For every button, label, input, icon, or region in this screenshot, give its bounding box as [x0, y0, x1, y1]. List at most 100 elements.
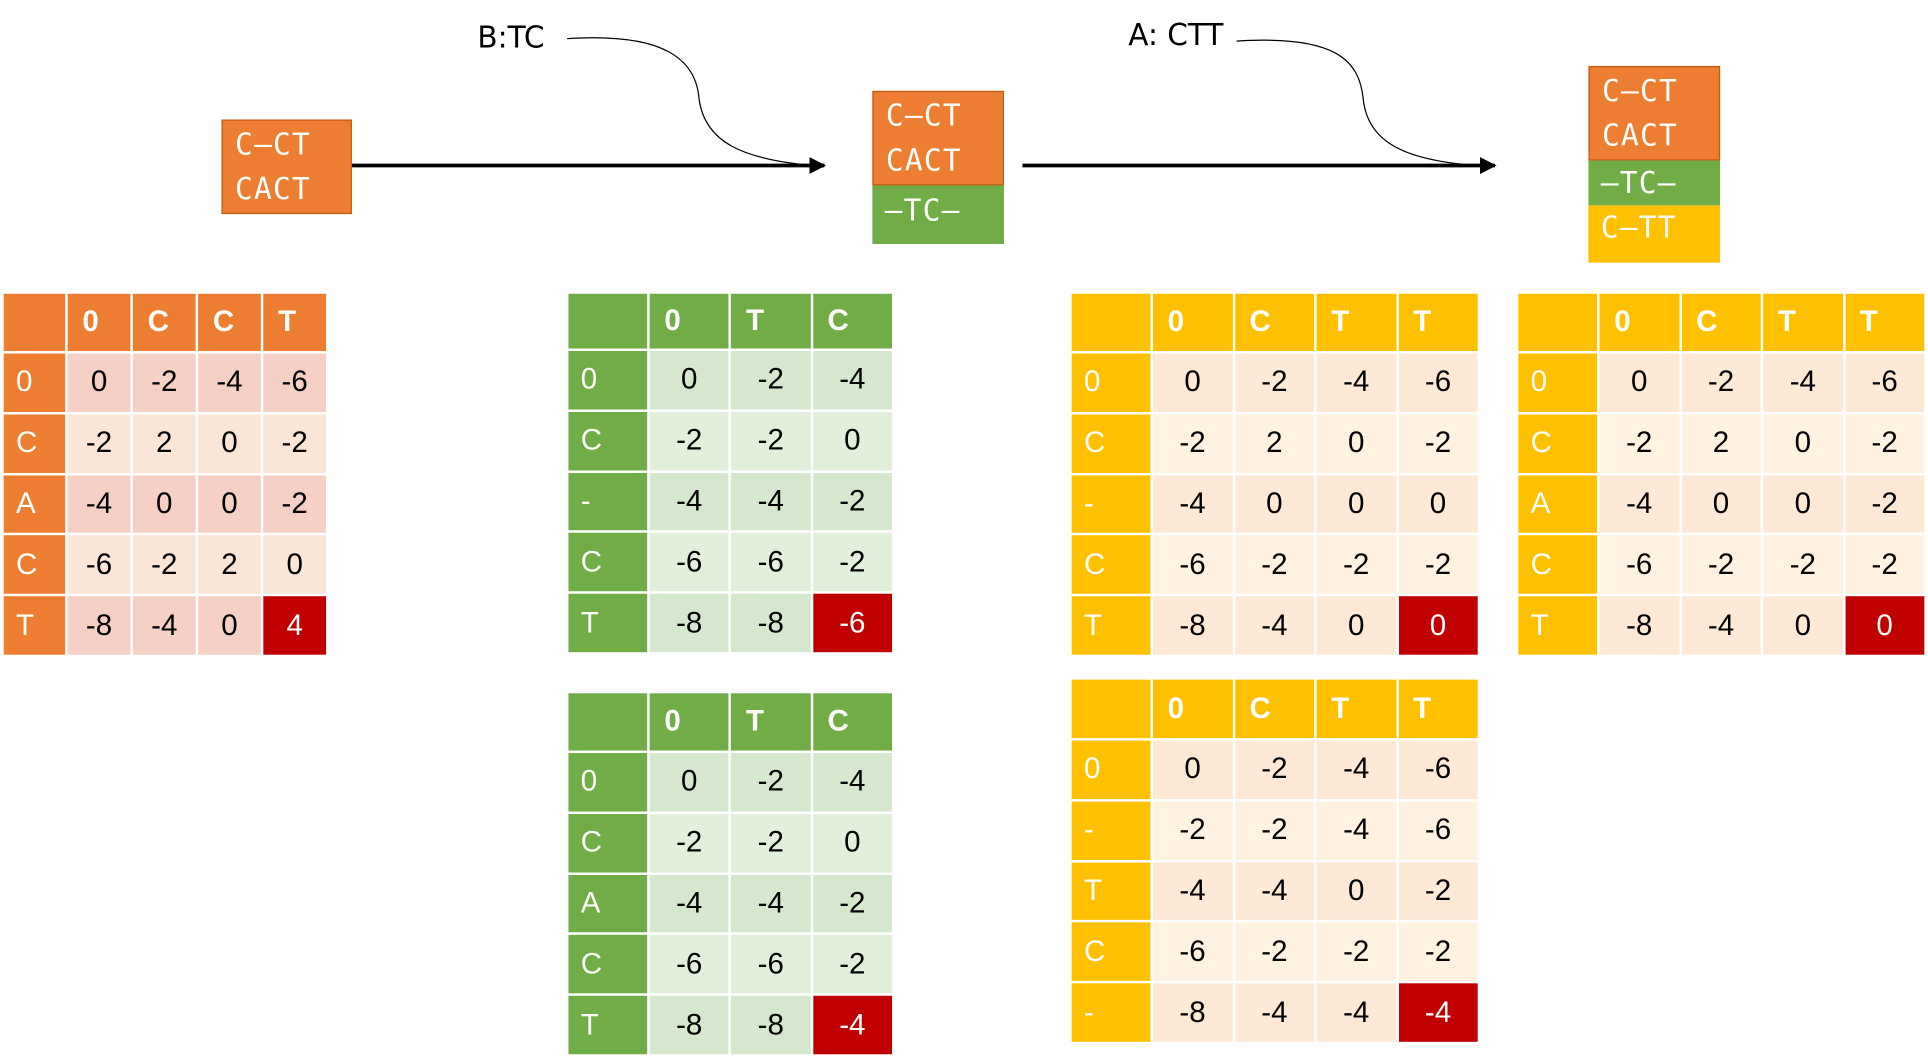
matrix-cell: 0: [810, 409, 895, 473]
profile-row: –TC–: [1600, 165, 1677, 201]
matrix-col-header: T: [1842, 291, 1927, 354]
profile-initial: C–CT CACT: [221, 119, 352, 215]
matrix-cell: -2: [647, 409, 732, 473]
final-score-cell: -4: [810, 993, 895, 1057]
matrix-cell: -6: [1150, 920, 1235, 984]
matrix-cell: -8: [1150, 593, 1235, 658]
matrix-cell: -4: [728, 469, 813, 534]
matrix-cell: -2: [728, 750, 813, 814]
matrix-row-header: T: [1069, 593, 1153, 658]
matrix-cell: 0: [195, 472, 264, 536]
matrix-cell: -4: [1150, 859, 1235, 923]
matrix-col-header: C: [1232, 677, 1317, 741]
final-score-cell: 0: [1395, 593, 1481, 658]
matrix-cell: -6: [1395, 351, 1481, 415]
matrix-col-header: T: [1760, 291, 1845, 354]
matrix-row-header: T: [1, 593, 68, 658]
matrix-cell: -8: [728, 591, 813, 655]
matrix-cell: -4: [1597, 472, 1682, 536]
matrix-cell: 0: [810, 811, 895, 875]
matrix-cell: -4: [647, 469, 732, 534]
matrix-row-header: -: [565, 469, 650, 534]
matrix-col-header: C: [1678, 291, 1764, 354]
matrix-row-header: C: [1069, 533, 1153, 597]
matrix-row-header: T: [565, 993, 650, 1057]
matrix-cell: -6: [1842, 351, 1927, 415]
matrix-row-header: 0: [1515, 351, 1600, 415]
matrix-cell: -2: [1395, 859, 1481, 923]
matrix-cell: -4: [810, 348, 895, 412]
matrix-cell: -2: [810, 530, 895, 594]
matrix-col-header: T: [728, 291, 813, 352]
profile-after-b: C–CT CACT –TC–: [872, 90, 1005, 244]
matrix-cell: 0: [1232, 472, 1317, 536]
matrix-cell: -4: [130, 593, 199, 658]
matrix-cell: -2: [1150, 411, 1235, 475]
matrix-cell: -2: [810, 932, 895, 996]
matrix-cell: -4: [1314, 798, 1399, 863]
matrix-row-header: 0: [565, 348, 650, 412]
profile-row: C–CT: [1601, 73, 1679, 109]
matrix-row-header: C: [1515, 411, 1600, 475]
matrix-cell: 0: [1150, 351, 1235, 415]
step-b-connector-curve: [567, 37, 813, 167]
matrix-cell: 0: [195, 411, 264, 475]
matrix-cell: -4: [195, 351, 264, 415]
matrix-row-header: T: [565, 591, 650, 655]
matrix-cell: -2: [647, 811, 732, 875]
matrix-cell: -4: [1150, 472, 1235, 536]
matrix-cell: -4: [1314, 351, 1399, 415]
matrix-cell: -8: [1597, 593, 1682, 658]
matrix-row-header: -: [1069, 798, 1153, 863]
matrix-cell: -2: [1678, 351, 1764, 415]
matrix-row-header: C: [1, 533, 68, 597]
matrix-col-header: T: [1314, 677, 1399, 741]
matrix-cell: -2: [1842, 472, 1927, 536]
matrix-cell: -2: [1232, 798, 1317, 863]
matrix-cell: -2: [1232, 351, 1317, 415]
matrix-col-header: C: [195, 291, 264, 354]
matrix-cell: -2: [1314, 920, 1399, 984]
matrix-row-header: A: [565, 872, 650, 936]
matrix-cell: 0: [260, 533, 329, 597]
matrix-cell: -2: [130, 533, 199, 597]
step-a-connector-curve: [1236, 39, 1477, 167]
matrix-cell: -6: [647, 932, 732, 996]
matrix-cell: -6: [728, 932, 813, 996]
matrix-cell: -2: [1150, 798, 1235, 863]
matrix-cell: -2: [728, 409, 813, 473]
matrix-row-header: -: [1069, 981, 1153, 1045]
matrix-cell: 0: [1314, 593, 1399, 658]
matrix-cell: 0: [647, 750, 732, 814]
matrix-cell: -6: [260, 351, 329, 415]
profile-row: CACT: [1601, 118, 1679, 154]
matrix-col-header: T: [260, 291, 329, 354]
profile-row: C–TT: [1600, 210, 1677, 246]
matrix-cell: -8: [728, 993, 813, 1057]
matrix-cell: -2: [810, 872, 895, 936]
matrix-cell: -4: [647, 872, 732, 936]
matrix-cell: -8: [1150, 981, 1235, 1045]
matrix-cell: -2: [1232, 738, 1317, 802]
matrix-col-header: C: [810, 291, 895, 352]
matrix-cell: 0: [1314, 411, 1399, 475]
matrix-cell: 2: [1678, 411, 1764, 475]
matrix-cell: 0: [647, 348, 732, 412]
matrix-row-header: -: [1069, 472, 1153, 536]
matrix-cell: -4: [728, 872, 813, 936]
matrix-row-header: T: [1515, 593, 1600, 658]
matrix-cell: -2: [1678, 533, 1764, 597]
matrix-cell: -8: [647, 993, 732, 1057]
matrix-col-header: 0: [647, 291, 732, 352]
matrix-row-header: C: [565, 530, 650, 594]
matrix-cell: -6: [1150, 533, 1235, 597]
matrix-cell: -2: [1232, 533, 1317, 597]
matrix-cell: -2: [1395, 920, 1481, 984]
matrix-col-header: 0: [647, 690, 732, 754]
matrix-row-header: C: [565, 409, 650, 473]
matrix-cell: 0: [1597, 351, 1682, 415]
